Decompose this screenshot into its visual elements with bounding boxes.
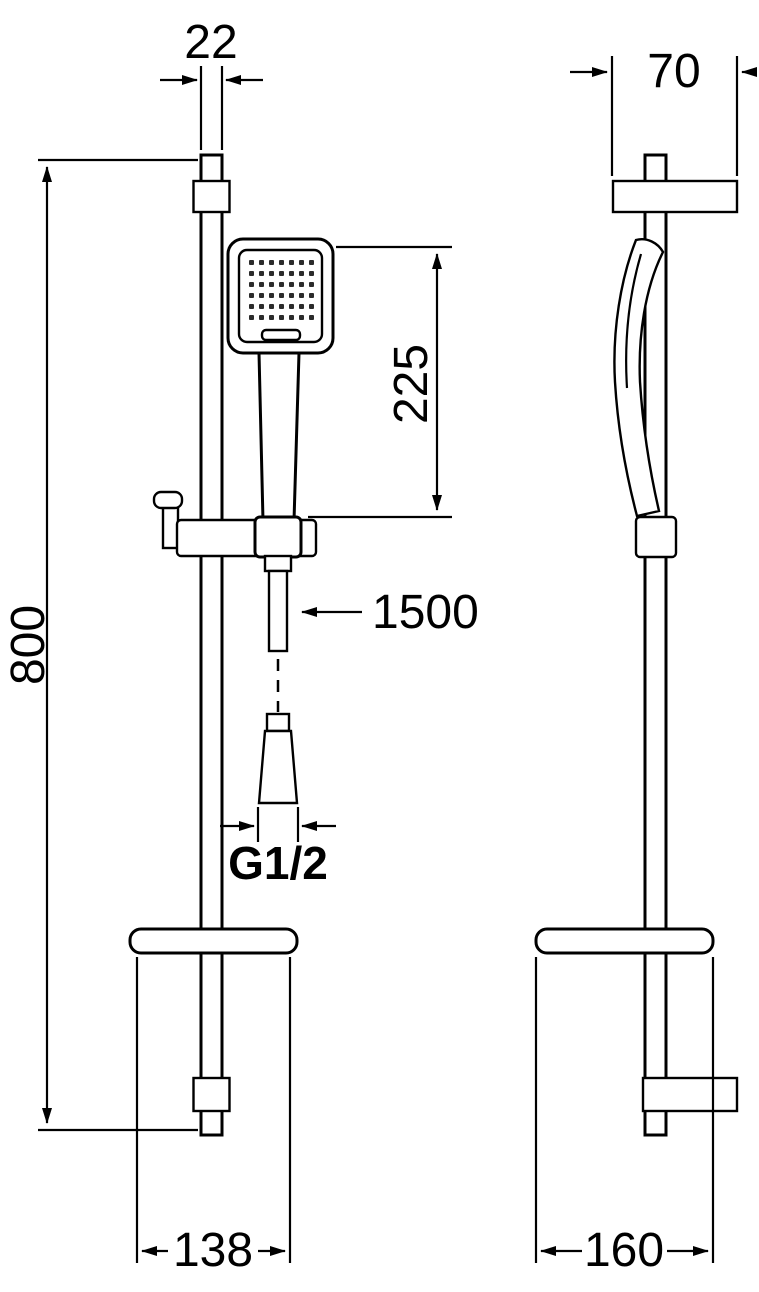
hose-cone-top (265, 712, 291, 733)
dim-label-rail-width: 22 (184, 16, 237, 69)
handset-handle (257, 351, 301, 523)
soap-shelf-front (128, 927, 299, 955)
head-slot (260, 328, 302, 342)
dimension-thread: G1/2 (220, 807, 336, 889)
handset-profile-face-line (625, 253, 643, 389)
dimension-handset-length: 225 (308, 245, 452, 519)
hose-nut (263, 554, 293, 573)
bottom-wall-bracket-front (192, 1076, 231, 1113)
hose-upper (267, 569, 289, 653)
front-view (128, 153, 335, 1137)
dimension-hose-length: 1500 (301, 586, 479, 639)
handset-profile-side (613, 238, 665, 518)
hose-cone-body (257, 729, 299, 805)
top-wall-bracket-side (611, 179, 739, 214)
rail-front (199, 153, 224, 1137)
soap-shelf-side (534, 927, 715, 955)
dim-label-handset-length: 225 (385, 344, 438, 424)
rail-side (643, 153, 668, 1137)
dim-label-bracket-depth: 70 (647, 45, 700, 98)
slider-side (634, 515, 678, 559)
dim-label-shelf-width: 138 (173, 1224, 253, 1277)
top-wall-bracket-front (192, 179, 231, 214)
dimension-bracket-depth: 70 (570, 45, 757, 176)
side-view (534, 153, 739, 1137)
dimension-shelf-depth: 160 (534, 957, 715, 1277)
hook-cap (152, 490, 184, 510)
handset-holder-cup (253, 515, 303, 559)
dimension-rail-width: 22 (160, 16, 263, 150)
dimension-shelf-width: 138 (135, 957, 292, 1277)
dim-label-thread: G1/2 (228, 837, 328, 889)
dim-label-shelf-depth: 160 (584, 1224, 664, 1277)
nozzle-grid (247, 258, 315, 320)
bottom-wall-bracket-side (641, 1076, 739, 1113)
dimension-rail-height: 800 (2, 158, 198, 1132)
dim-label-hose-length: 1500 (372, 586, 479, 639)
dim-label-rail-height: 800 (2, 605, 55, 685)
